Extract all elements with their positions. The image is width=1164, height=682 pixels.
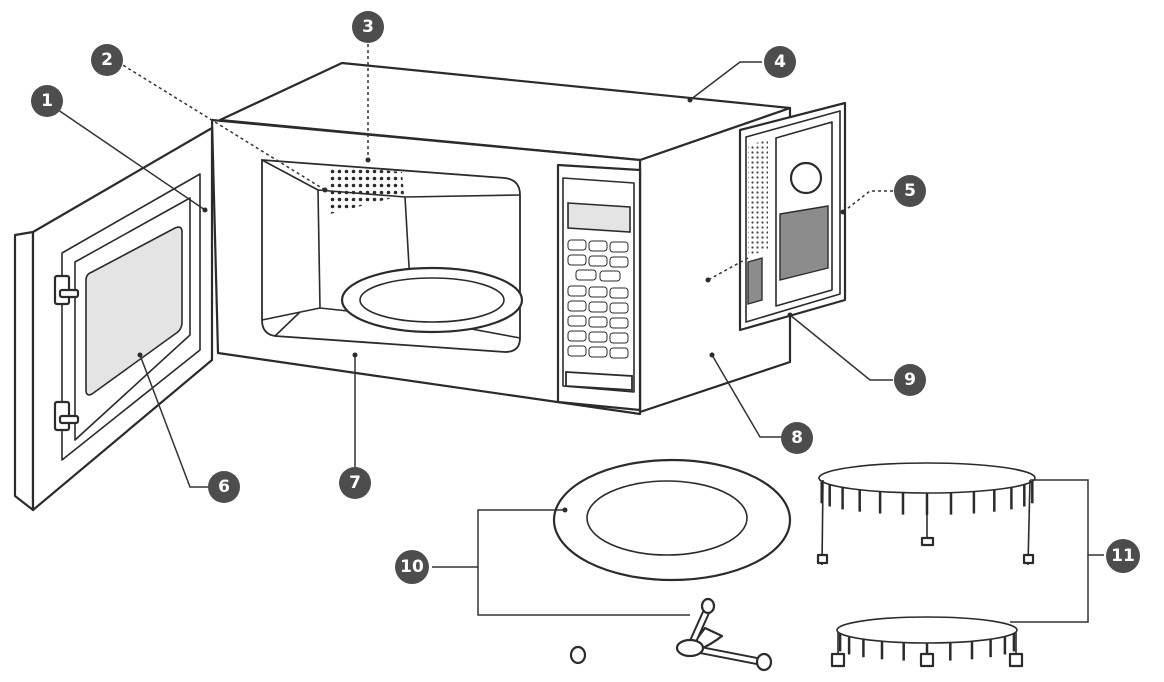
- leader-9: [790, 315, 893, 380]
- callout-4: 4: [764, 46, 796, 78]
- callout-1-number: 1: [41, 91, 53, 111]
- rear-port-icon: [791, 163, 821, 193]
- door-assembly: [15, 128, 212, 510]
- leader-11b: [1010, 555, 1088, 622]
- callout-10-number: 10: [400, 557, 424, 577]
- leader-4: [690, 62, 762, 100]
- rear-label-panel: [740, 103, 845, 330]
- display-window: [568, 203, 630, 232]
- door-release-panel: [566, 372, 632, 390]
- glass-tray: [554, 460, 790, 580]
- callout-6-number: 6: [218, 477, 230, 497]
- callout-9-number: 9: [904, 370, 916, 390]
- callout-3: 3: [352, 11, 384, 43]
- callout-11-number: 11: [1111, 546, 1135, 566]
- microwave-body: [212, 63, 790, 414]
- leader-5a: [843, 191, 893, 212]
- glass-tray-and-roller-ring: [554, 460, 790, 670]
- callout-8-number: 8: [791, 428, 803, 448]
- callout-5: 5: [894, 175, 926, 207]
- callout-7-number: 7: [349, 473, 361, 493]
- leader-11a: [1030, 480, 1104, 555]
- callout-11: 11: [1106, 539, 1140, 573]
- callout-2-number: 2: [101, 50, 113, 70]
- callout-10: 10: [395, 550, 429, 584]
- callout-3-number: 3: [362, 17, 374, 37]
- callout-6: 6: [208, 471, 240, 503]
- callout-5-number: 5: [904, 181, 916, 201]
- callout-7: 7: [339, 467, 371, 499]
- high-rack: [818, 463, 1035, 565]
- callout-9: 9: [894, 364, 926, 396]
- roller-ring: [571, 599, 771, 670]
- callout-2: 2: [91, 44, 123, 76]
- leader-10a: [432, 510, 565, 567]
- rear-vent: [748, 140, 768, 256]
- callout-1: 1: [31, 85, 63, 117]
- callout-8: 8: [781, 422, 813, 454]
- low-rack: [832, 617, 1022, 666]
- callout-4-number: 4: [774, 52, 786, 72]
